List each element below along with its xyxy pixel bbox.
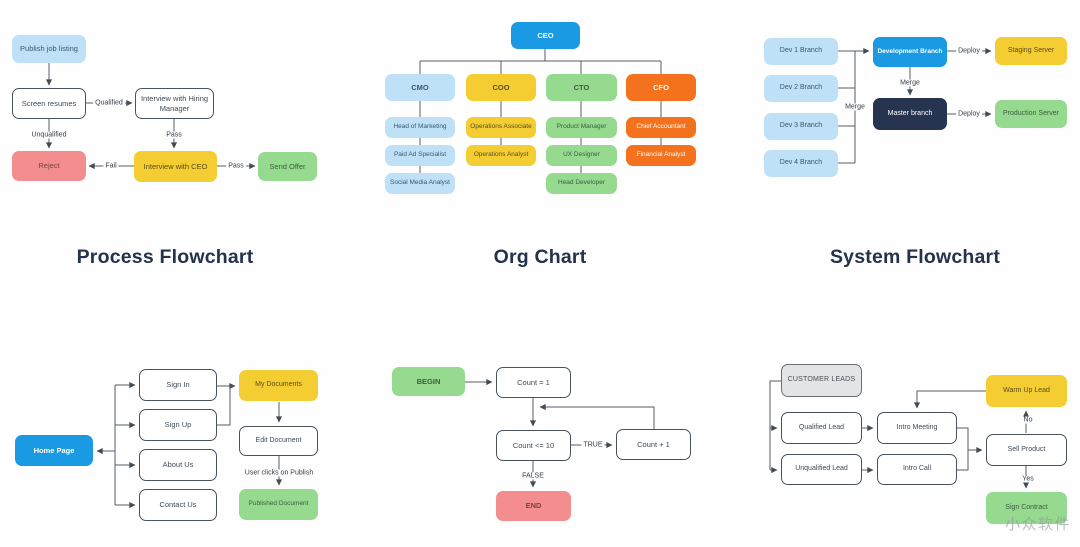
node-staging-server: Staging Server: [995, 37, 1067, 65]
edge-label-publish-note: User clicks on Publish: [242, 469, 316, 477]
section-title-org-chart: Org Chart: [493, 246, 587, 268]
node-cfo: CFO: [626, 74, 696, 101]
node-customer-leads: CUSTOMER LEADS: [781, 364, 862, 397]
node-dev4-branch: Dev 4 Branch: [764, 150, 838, 177]
node-interview-ceo: Interview with CEO: [134, 151, 217, 182]
node-contact-us: Contact Us: [139, 489, 217, 521]
node-sell-product: Sell Product: [986, 434, 1067, 466]
node-send-offer: Send Offer: [258, 152, 317, 181]
node-head-of-marketing: Head of Marketing: [385, 117, 455, 138]
node-head-developer: Head Developer: [546, 173, 617, 194]
edge-label-merge-down: Merge: [898, 79, 922, 87]
section-title-process-flowchart: Process Flowchart: [76, 246, 254, 268]
edge-label-fail: Fail: [103, 162, 119, 170]
edge-label-merge-bus: Merge: [843, 103, 867, 111]
node-home-page: Home Page: [15, 435, 93, 466]
edge-label-yes: Yes: [1020, 475, 1036, 483]
node-screen-resumes: Screen resumes: [12, 88, 86, 119]
edge-label-deploy-production: Deploy: [956, 110, 982, 118]
node-dev2-branch: Dev 2 Branch: [764, 75, 838, 102]
node-sign-contract: Sign Contract: [986, 492, 1067, 524]
node-development-branch: Development Branch: [873, 37, 947, 67]
node-begin: BEGIN: [392, 367, 465, 396]
edge-label-no: No: [1021, 416, 1035, 424]
node-interview-hiring-manager: Interview with Hiring Manager: [135, 88, 214, 119]
edge-label-pass-hm: Pass: [164, 131, 184, 139]
node-coo: COO: [466, 74, 536, 101]
edge-label-pass-ceo: Pass: [226, 162, 246, 170]
node-paid-ad-specialist: Paid Ad Specialist: [385, 145, 455, 166]
watermark-text: 小众软件: [1005, 516, 1072, 533]
edge-label-true: TRUE: [581, 441, 605, 449]
edge-label-qualified: Qualified: [93, 99, 125, 107]
node-ux-designer: UX Designer: [546, 145, 617, 166]
node-production-server: Production Server: [995, 100, 1067, 128]
node-count-init: Count = 1: [496, 367, 571, 398]
org-connectors: [419, 48, 662, 174]
node-chief-accountant: Chief Accountant: [626, 117, 696, 138]
node-dev3-branch: Dev 3 Branch: [764, 113, 838, 140]
edge-label-false: FALSE: [520, 472, 546, 480]
node-ceo: CEO: [511, 22, 580, 49]
node-reject: Reject: [12, 151, 86, 181]
node-end: END: [496, 491, 571, 521]
leads-connectors: [769, 380, 1030, 489]
section-title-system-flowchart: System Flowchart: [829, 246, 1001, 268]
edge-label-unqualified: Unqualified: [29, 131, 69, 139]
node-sign-up: Sign Up: [139, 409, 217, 441]
node-master-branch: Master branch: [873, 98, 947, 130]
node-my-documents: My Documents: [239, 370, 318, 401]
node-cto: CTO: [546, 74, 617, 101]
node-social-media-analyst: Social Media Analyst: [385, 173, 455, 194]
node-qualified-lead: Qualified Lead: [781, 412, 862, 444]
node-count-inc: Count + 1: [616, 429, 691, 460]
node-dev1-branch: Dev 1 Branch: [764, 38, 838, 65]
node-operations-associate: Operations Associate: [466, 117, 536, 138]
node-intro-call: Intro Call: [877, 454, 957, 485]
edge-label-deploy-staging: Deploy: [956, 47, 982, 55]
node-count-check: Count <= 10: [496, 430, 571, 461]
node-operations-analyst: Operations Analyst: [466, 145, 536, 166]
node-publish-job-listing: Publish job listing: [12, 35, 86, 63]
node-cmo: CMO: [385, 74, 455, 101]
node-published-document: Published Document: [239, 489, 318, 520]
node-product-manager: Product Manager: [546, 117, 617, 138]
node-financial-analyst: Financial Analyst: [626, 145, 696, 166]
node-warm-up-lead: Warm Up Lead: [986, 375, 1067, 407]
node-edit-document: Edit Document: [239, 426, 318, 456]
node-unqualified-lead: Unqualified Lead: [781, 454, 862, 485]
node-intro-meeting: Intro Meeting: [877, 412, 957, 444]
node-sign-in: Sign In: [139, 369, 217, 401]
node-about-us: About Us: [139, 449, 217, 481]
